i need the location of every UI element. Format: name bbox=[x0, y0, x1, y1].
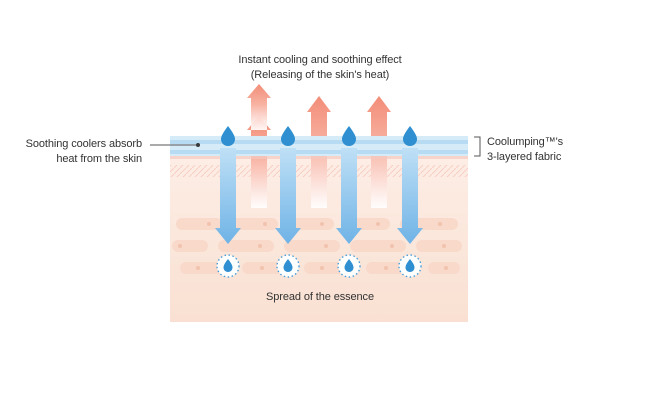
essence-droplets bbox=[216, 254, 422, 278]
right-bracket bbox=[474, 136, 481, 157]
cooling-arrows bbox=[215, 148, 423, 244]
cooling-arrow bbox=[336, 148, 362, 244]
coolers-label-line1: Soothing coolers absorb bbox=[25, 138, 142, 150]
droplet-icon bbox=[403, 126, 417, 146]
essence-label: Spread of the essence bbox=[266, 291, 374, 303]
effect-title: Instant cooling and soothing effect (Rel… bbox=[200, 53, 440, 83]
cooling-arrow bbox=[215, 148, 241, 244]
droplet-icon bbox=[342, 126, 356, 146]
fabric-droplets bbox=[221, 126, 417, 146]
droplet-icon bbox=[281, 126, 295, 146]
fabric-label-line1: Coolumping™'s bbox=[487, 136, 564, 148]
cell-dots bbox=[178, 222, 448, 270]
droplet-icon bbox=[283, 259, 293, 272]
droplet-icon bbox=[221, 126, 235, 146]
cooling-arrow bbox=[397, 148, 423, 244]
fabric-label: Coolumping™'s 3-layered fabric bbox=[487, 135, 607, 165]
droplet-icon bbox=[405, 259, 415, 272]
fabric-label-line2: 3-layered fabric bbox=[487, 151, 562, 163]
effect-title-line2: (Releasing of the skin's heat) bbox=[250, 69, 390, 81]
coolers-label-line2: heat from the skin bbox=[56, 153, 142, 165]
cooling-arrow bbox=[275, 148, 301, 244]
heat-arrow-tip bbox=[247, 84, 271, 130]
droplet-icon bbox=[223, 259, 233, 272]
fabric-layer bbox=[170, 136, 468, 159]
coolers-label: Soothing coolers absorb heat from the sk… bbox=[10, 137, 142, 167]
left-pointer-dot bbox=[196, 143, 200, 147]
effect-title-line1: Instant cooling and soothing effect bbox=[238, 54, 402, 66]
droplet-icon bbox=[344, 259, 354, 272]
